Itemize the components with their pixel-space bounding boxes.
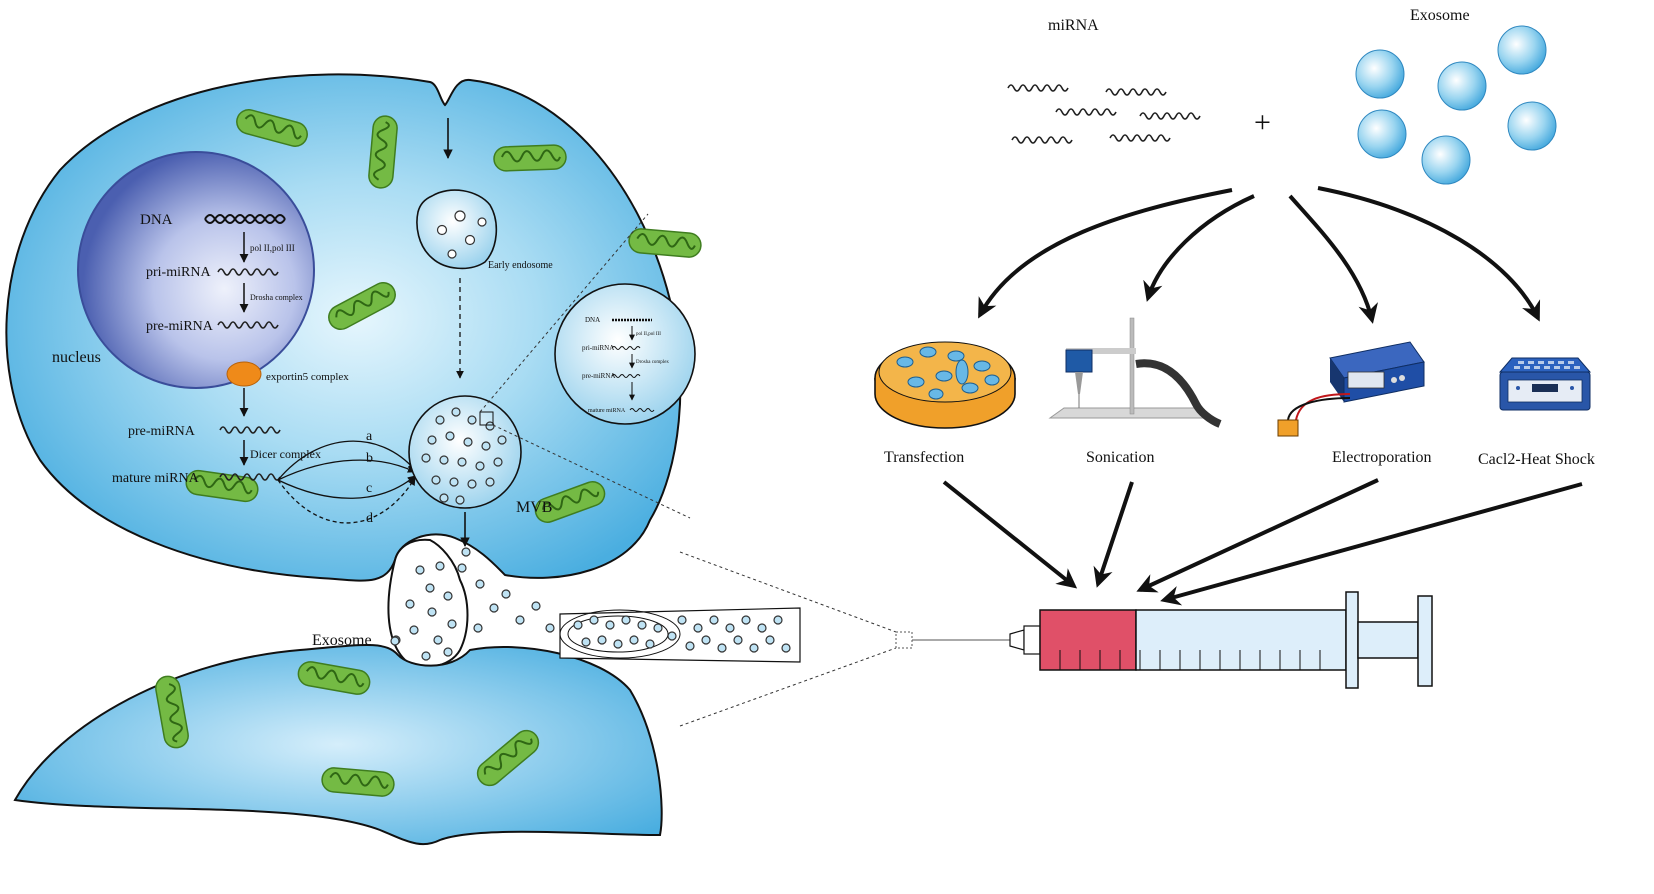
inset-mature-label: mature miRNA xyxy=(588,408,626,414)
exosome-title: Exosome xyxy=(1410,7,1470,24)
pre-mirna-2-label: pre-miRNA xyxy=(128,424,196,439)
sonicator-icon xyxy=(1048,317,1222,428)
nucleus-label: nucleus xyxy=(52,349,101,366)
exportin-label: exportin5 complex xyxy=(266,371,349,383)
path-a-label: a xyxy=(366,429,373,444)
dna-label: DNA xyxy=(140,212,173,228)
exosome-spheres xyxy=(1355,25,1557,185)
inset-dna-label: DNA xyxy=(585,316,600,324)
nucleus xyxy=(77,151,315,389)
mvb-label: MVB xyxy=(516,499,552,516)
exosome-left-label: Exosome xyxy=(312,632,372,649)
drosha-label: Drosha complex xyxy=(250,293,303,302)
mvb xyxy=(408,395,522,509)
sonication-label: Sonication xyxy=(1086,449,1154,466)
mitochondria-icon xyxy=(492,143,568,173)
sorting-pathways xyxy=(277,440,416,524)
inset-pri-label: pri-miRNA xyxy=(582,344,614,352)
mvb-inset xyxy=(554,283,696,425)
petri-dish-icon xyxy=(874,341,1016,429)
pol-label: pol II,pol III xyxy=(250,243,295,253)
path-d-label: d xyxy=(366,511,373,526)
dna-helix-icon xyxy=(204,214,286,224)
early-endosome-label: Early endosome xyxy=(488,260,553,271)
mirna-title: miRNA xyxy=(1048,17,1099,34)
method-arrows xyxy=(978,186,1541,324)
heat-block-icon xyxy=(1498,357,1592,411)
plus-sign: + xyxy=(1254,106,1271,139)
dicer-label: Dicer complex xyxy=(250,447,321,461)
electroporation-label: Electroporation xyxy=(1332,449,1432,466)
path-b-label: b xyxy=(366,451,373,466)
early-endosome xyxy=(416,189,498,270)
inset-drosha-label: Drosha complex xyxy=(636,360,669,365)
pri-mirna-label: pri-miRNA xyxy=(146,265,211,280)
syringe-arrows xyxy=(942,478,1583,606)
syringe-icon xyxy=(895,591,1433,689)
needle-tube xyxy=(559,607,801,663)
transfection-label: Transfection xyxy=(884,449,964,466)
mature-mirna-label: mature miRNA xyxy=(112,471,200,486)
inset-pol-label: pol II,pol III xyxy=(636,332,661,337)
heat-shock-label: Cacl2-Heat Shock xyxy=(1478,451,1595,468)
exportin5-complex xyxy=(226,361,262,387)
inset-pre-label: pre-miRNA xyxy=(582,372,615,380)
path-c-label: c xyxy=(366,481,372,496)
pre-mirna-label: pre-miRNA xyxy=(146,319,214,334)
secretion-bulge xyxy=(387,538,469,668)
electroporator-icon xyxy=(1277,341,1425,437)
mirna-strands xyxy=(1007,84,1201,144)
